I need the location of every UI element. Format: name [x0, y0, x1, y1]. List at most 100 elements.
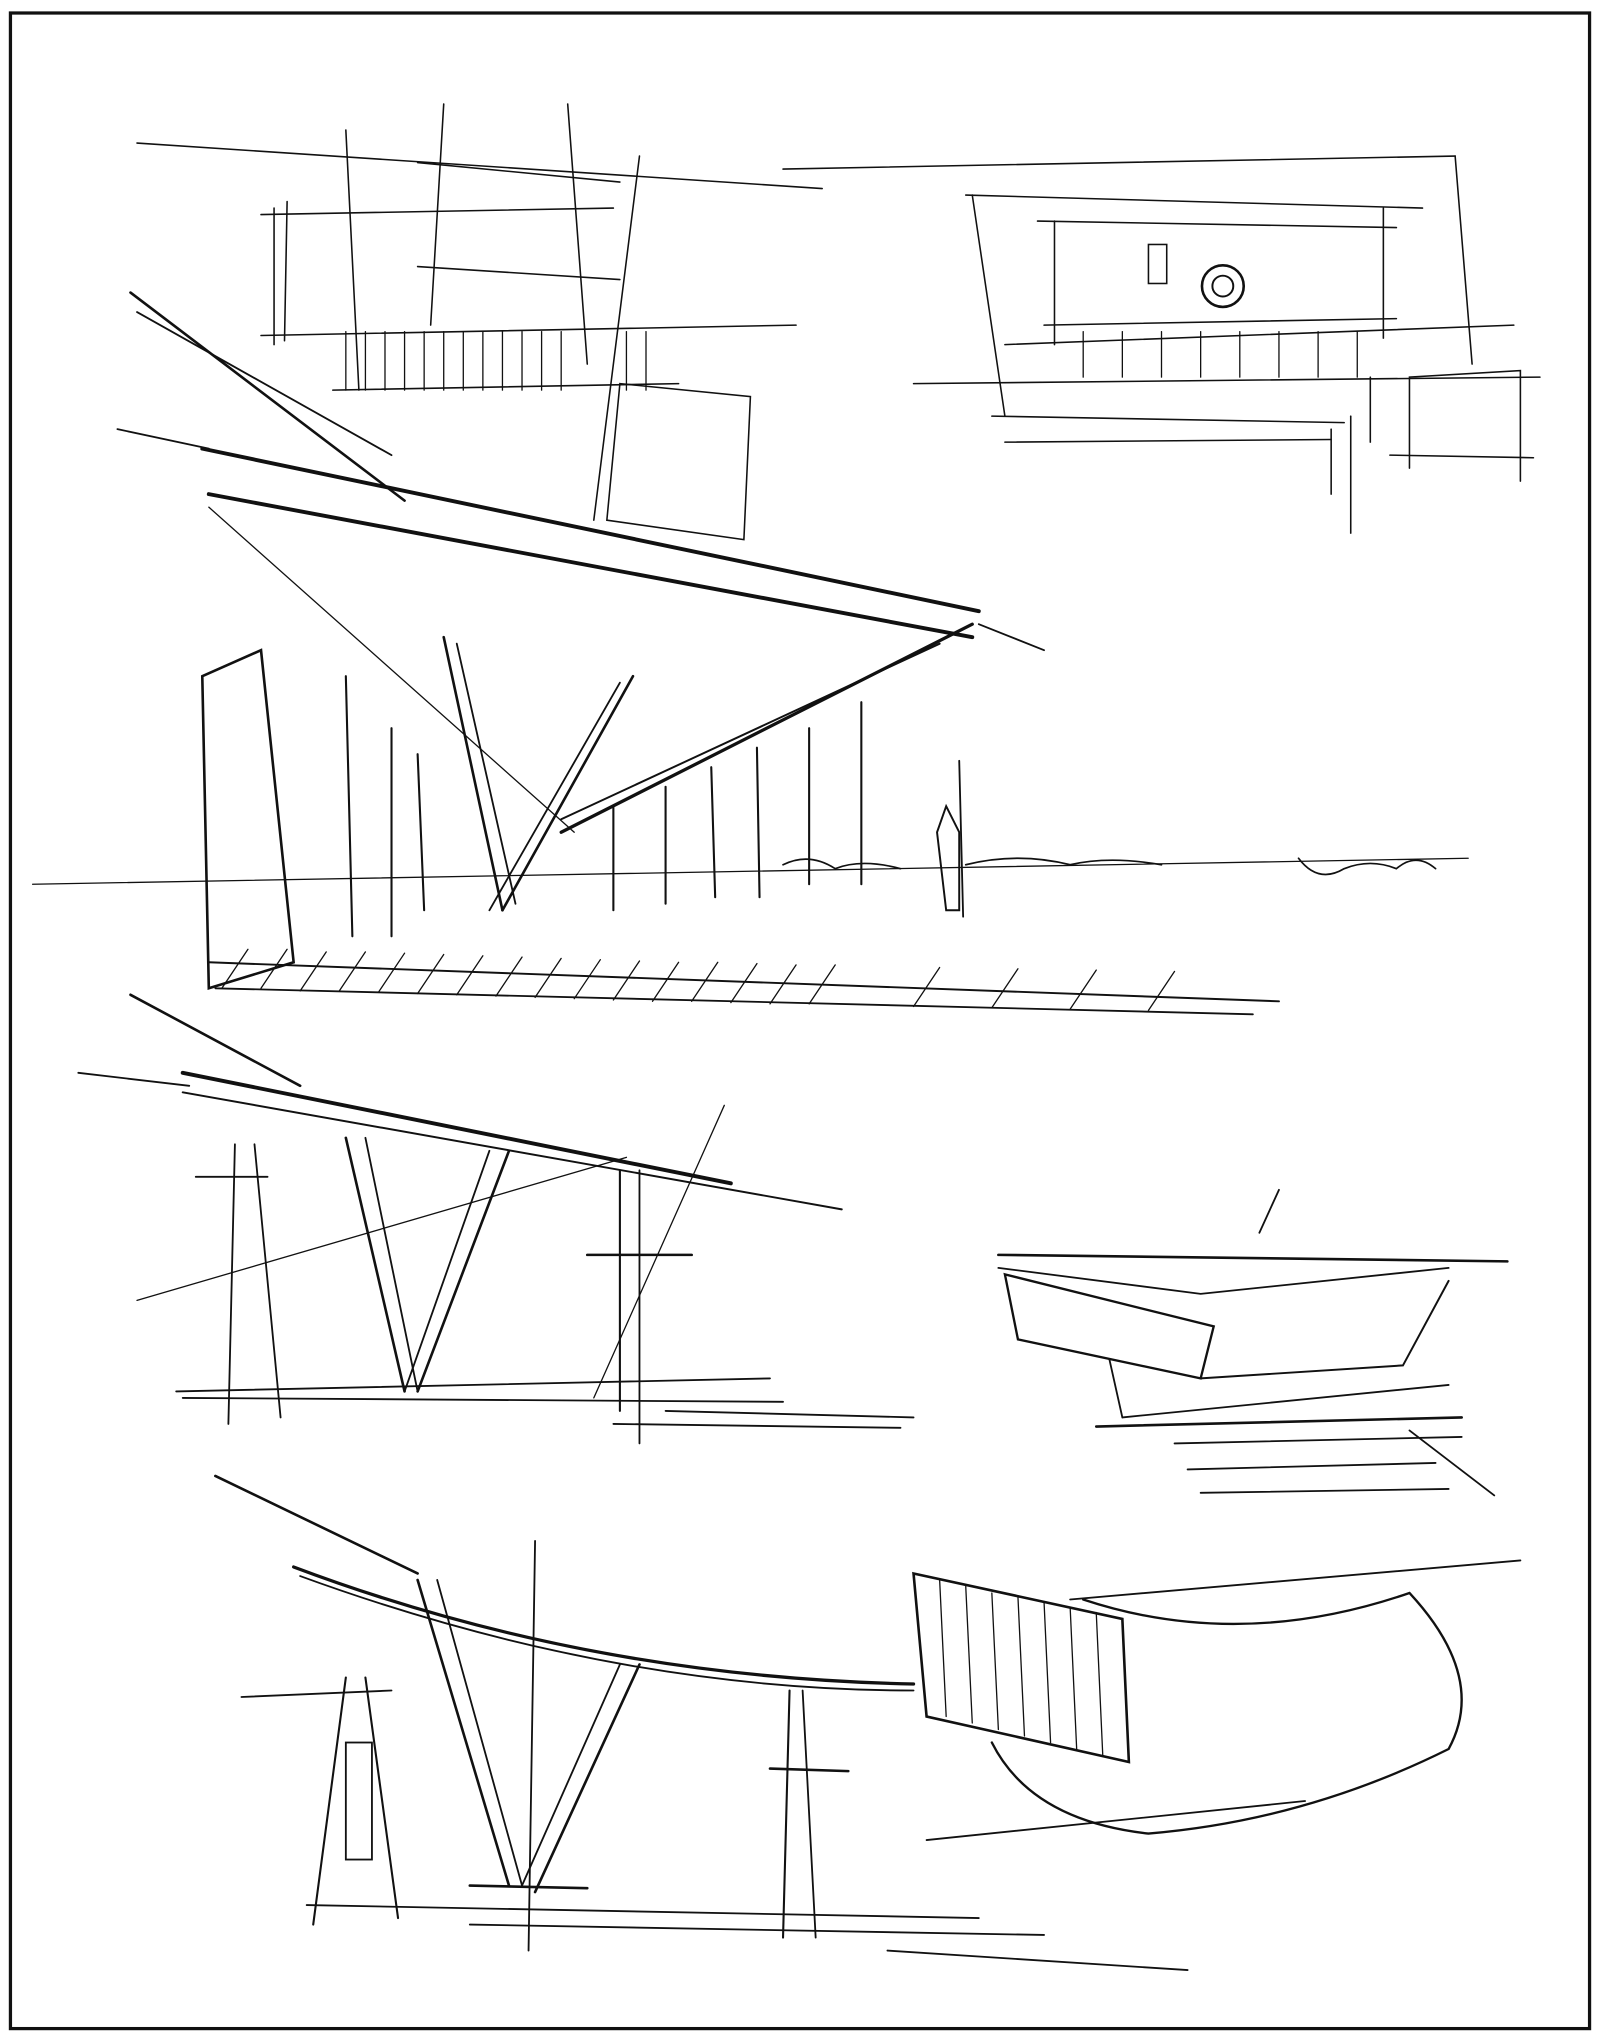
pen-stroke [533, 1663, 641, 1894]
pen-stroke [344, 675, 354, 938]
pen-stroke [416, 1578, 511, 1887]
pen-stroke [1147, 243, 1168, 285]
pen-stroke [260, 324, 797, 337]
pen-stroke [1297, 857, 1437, 876]
pen-stroke [214, 987, 1254, 1016]
pen-stroke [344, 1136, 406, 1393]
pen-stroke [1004, 324, 1515, 346]
pen-stroke [1036, 220, 1398, 229]
pen-stroke [181, 1397, 784, 1403]
pen-stroke [801, 1689, 817, 1939]
pen-stroke [240, 1689, 393, 1698]
pen-stroke [208, 506, 575, 833]
pen-stroke [456, 955, 484, 996]
pen-stroke [691, 961, 719, 1002]
pen-stroke [31, 857, 1469, 885]
pen-stroke [991, 968, 1019, 1009]
pen-stroke [416, 1149, 511, 1393]
pen-stroke [416, 265, 621, 281]
pen-stroke [260, 948, 288, 989]
pen-stroke [429, 103, 445, 326]
pen-stroke [606, 382, 752, 541]
pen-stroke [991, 1592, 1000, 1731]
pen-stroke [768, 1767, 850, 1773]
pen-stroke [997, 1266, 1450, 1295]
pen-stroke [1211, 274, 1235, 298]
pen-stroke [559, 622, 974, 834]
pen-stroke [403, 1149, 491, 1393]
pen-stroke [1199, 1279, 1450, 1380]
pen-stroke [180, 1070, 733, 1186]
pen-stroke [886, 1949, 1189, 1971]
pen-stroke [136, 1156, 628, 1302]
pen-stroke [283, 200, 288, 342]
pen-stroke [755, 746, 761, 899]
ornament-circle [1200, 263, 1246, 309]
pen-stroke [1017, 1596, 1026, 1737]
pen-stroke [566, 103, 589, 365]
pen-stroke [1108, 1357, 1124, 1419]
pen-stroke [136, 142, 823, 190]
pen-stroke [200, 648, 296, 991]
pen-stroke [1389, 454, 1535, 459]
pen-stroke [560, 642, 941, 821]
pen-stroke [77, 1071, 191, 1087]
pen-stroke [1199, 1488, 1450, 1494]
sketch-small-side-view [997, 1188, 1509, 1497]
pen-stroke [299, 951, 327, 992]
pen-stroke [1258, 1188, 1280, 1234]
pen-stroke [730, 962, 758, 1004]
pen-stroke [129, 993, 302, 1088]
pen-stroke [808, 964, 836, 1005]
pen-stroke [344, 1741, 373, 1861]
pen-stroke [221, 948, 249, 989]
pen-stroke [116, 428, 210, 450]
pen-stroke [593, 1104, 725, 1399]
pen-stroke [781, 1689, 791, 1939]
pen-stroke [312, 1676, 347, 1926]
pen-stroke [214, 1474, 419, 1575]
pen-stroke [534, 957, 562, 999]
pen-stroke [925, 1800, 1306, 1841]
pen-stroke [1069, 1559, 1522, 1601]
pen-stroke [990, 1591, 1463, 1835]
pen-stroke [364, 1676, 400, 1920]
pen-stroke [442, 635, 504, 912]
pen-stroke [416, 953, 445, 995]
pen-stroke [971, 194, 1006, 417]
pen-stroke [495, 956, 523, 997]
pen-stroke [488, 681, 621, 912]
sketch-top-left-elevation [136, 103, 823, 541]
sketch-bottom-elevation [214, 1474, 1522, 1971]
pen-stroke [664, 1410, 915, 1419]
pen-stroke [977, 623, 1045, 652]
pen-stroke [227, 1143, 236, 1425]
pen-stroke [299, 1575, 915, 1692]
pen-stroke [912, 1571, 1131, 1764]
pen-stroke [1069, 969, 1097, 1010]
pen-stroke [175, 1377, 771, 1393]
pen-stroke [416, 753, 426, 912]
pen-stroke [958, 759, 965, 918]
pen-stroke [782, 857, 1163, 870]
pen-stroke [436, 1579, 523, 1887]
pen-stroke [612, 960, 641, 1001]
pen-stroke [377, 952, 406, 993]
pen-stroke [206, 492, 975, 640]
pen-stroke [938, 1579, 947, 1718]
sketch-top-right-elevation [782, 155, 1541, 534]
pen-stroke [253, 1143, 282, 1419]
pen-stroke [416, 161, 621, 183]
pen-stroke [593, 155, 641, 521]
pen-stroke [991, 415, 1345, 424]
pen-stroke [1173, 1436, 1463, 1445]
pen-stroke [1408, 1429, 1496, 1497]
sketch-middle-elevation [77, 993, 915, 1445]
pen-stroke [1094, 1416, 1463, 1428]
pen-stroke [468, 1923, 1045, 1936]
pen-stroke [1147, 970, 1176, 1012]
pen-stroke [364, 1136, 419, 1393]
pen-stroke [338, 951, 367, 992]
sketch-canopy-perspective [31, 291, 1469, 1016]
